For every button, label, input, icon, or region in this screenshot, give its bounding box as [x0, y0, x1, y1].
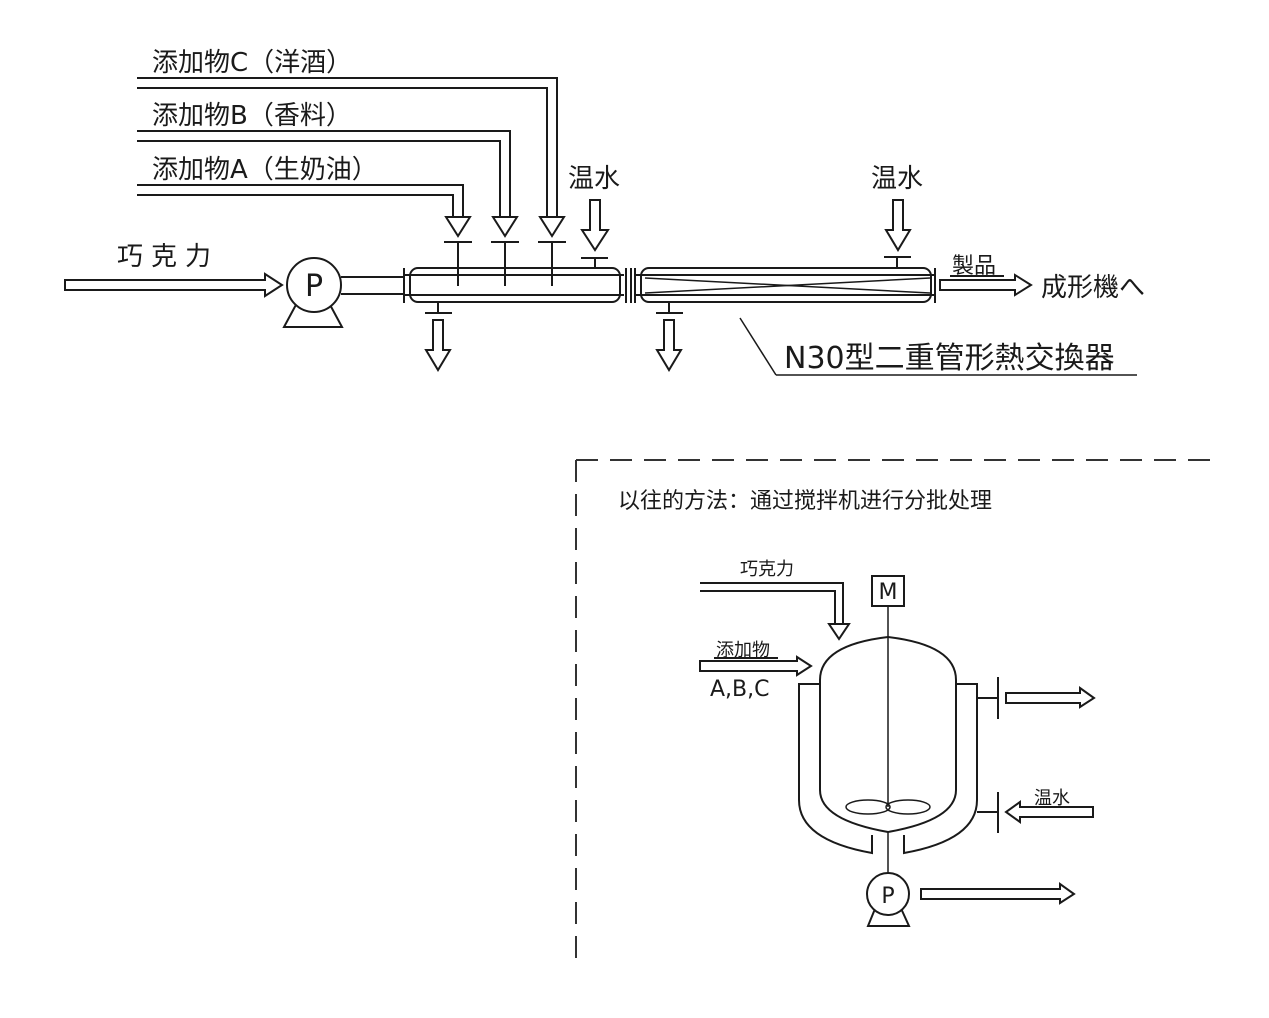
old-additive-arrow — [699, 655, 813, 677]
mixing-exchanger — [403, 267, 632, 372]
old-pump-label: P — [881, 884, 894, 909]
old-chocolate-label: 巧克力 — [740, 559, 794, 580]
pump-label: P — [305, 269, 323, 304]
additive-b-label: 添加物B（香料） — [152, 101, 352, 131]
destination-label: 成形機へ — [1041, 273, 1145, 303]
old-additive-list: A,B,C — [710, 677, 770, 702]
new-process: 添加物C（洋酒） 添加物B（香料） 添加物A（生奶油） — [64, 48, 1145, 376]
mixing-vessel — [798, 606, 978, 873]
drain-arrow-2 — [655, 319, 683, 372]
old-process-title: 以往的方法：通过搅拌机进行分批处理 — [618, 489, 992, 514]
old-pump-outlet-arrow — [920, 882, 1076, 905]
chocolate-label: 巧克力 — [117, 242, 219, 272]
pump: P — [282, 257, 344, 328]
pump-outlet-pipe — [341, 276, 404, 295]
warm-water-label-1: 温水 — [568, 164, 620, 194]
motor-label: M — [879, 580, 898, 605]
additive-b-pipe — [137, 130, 519, 238]
old-chocolate-pipe — [700, 582, 851, 641]
warm-water-inlet-arrow-2 — [884, 199, 912, 252]
motor: M — [871, 575, 905, 607]
product-label: 製品 — [952, 254, 996, 279]
old-pump: P — [866, 872, 1076, 927]
additive-c-pipe — [137, 77, 566, 238]
additive-a-pipe — [137, 184, 472, 238]
double-pipe-exchanger — [634, 256, 936, 372]
exchanger-label: N30型二重管形熱交換器 — [784, 341, 1115, 376]
product-outlet-arrow — [939, 273, 1033, 297]
warm-water-inlet-arrow-old — [1004, 800, 1094, 824]
exchanger-callout: N30型二重管形熱交換器 — [739, 317, 1137, 376]
old-process-panel: 以往的方法：通过搅拌机进行分批处理 巧克力 M 添加物 A,B,C — [575, 459, 1222, 965]
chocolate-inlet-arrow — [64, 272, 284, 298]
jacket-inlet: 温水 — [977, 788, 1094, 833]
jacket-outlet — [977, 677, 1096, 719]
additive-c-label: 添加物C（洋酒） — [152, 48, 352, 78]
drain-arrow-1 — [424, 319, 452, 372]
warm-water-inlet-arrow-1 — [580, 199, 610, 268]
jacket-outlet-arrow — [1005, 686, 1096, 709]
warm-water-label-2: 温水 — [871, 164, 923, 194]
additive-nozzles — [444, 241, 566, 286]
old-warm-water-label: 温水 — [1034, 788, 1070, 809]
old-additive-label: 添加物 — [716, 640, 770, 661]
additive-a-label: 添加物A（生奶油） — [152, 155, 378, 185]
